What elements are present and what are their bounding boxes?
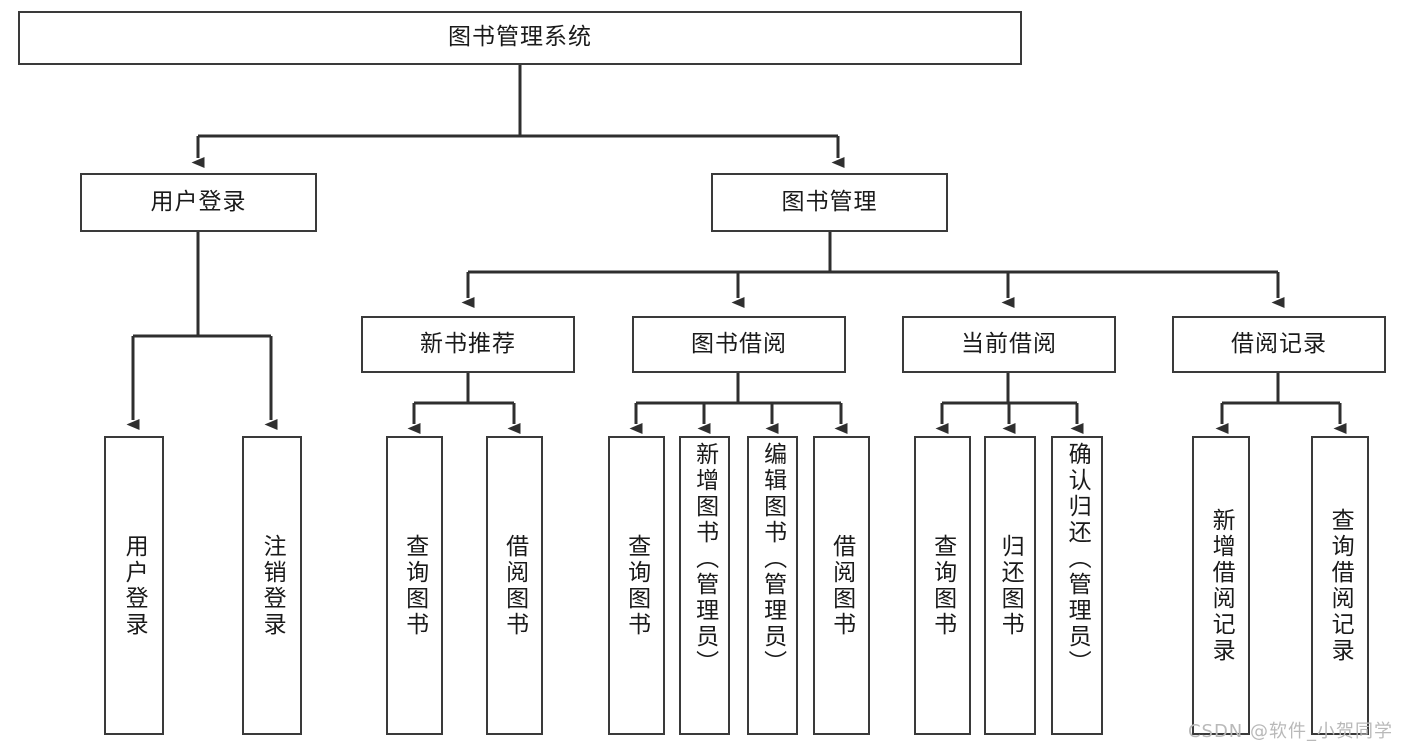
node-leaf-add-book-label: 新增图书（管理员） bbox=[691, 442, 718, 676]
node-book-manage[interactable]: 图书管理 bbox=[711, 173, 948, 232]
node-leaf-query-book-2-label: 查询图书 bbox=[623, 533, 650, 638]
node-leaf-borrow-book-1[interactable]: 借阅图书 bbox=[486, 436, 543, 735]
node-current-borrow-label: 当前借阅 bbox=[961, 330, 1057, 357]
node-new-book-rec-label: 新书推荐 bbox=[420, 330, 516, 357]
node-leaf-query-book-3[interactable]: 查询图书 bbox=[914, 436, 971, 735]
node-leaf-logout[interactable]: 注销登录 bbox=[242, 436, 302, 735]
node-leaf-query-book-1-label: 查询图书 bbox=[401, 533, 428, 638]
node-leaf-edit-book-label: 编辑图书（管理员） bbox=[759, 442, 786, 676]
node-leaf-add-book[interactable]: 新增图书（管理员） bbox=[679, 436, 730, 735]
node-leaf-query-book-3-label: 查询图书 bbox=[929, 533, 956, 638]
node-leaf-borrow-book-1-label: 借阅图书 bbox=[501, 533, 528, 638]
node-leaf-logout-label: 注销登录 bbox=[259, 533, 286, 638]
node-book-manage-label: 图书管理 bbox=[781, 188, 878, 215]
node-leaf-confirm-return-label: 确认归还（管理员） bbox=[1064, 442, 1091, 676]
node-root[interactable]: 图书管理系统 bbox=[18, 11, 1022, 65]
node-leaf-query-record-label: 查询借阅记录 bbox=[1327, 507, 1354, 664]
node-leaf-user-login[interactable]: 用户登录 bbox=[104, 436, 164, 735]
node-user-login-label: 用户登录 bbox=[150, 188, 247, 215]
node-leaf-add-record[interactable]: 新增借阅记录 bbox=[1192, 436, 1250, 735]
node-leaf-borrow-book-2-label: 借阅图书 bbox=[828, 533, 855, 638]
node-leaf-query-book-2[interactable]: 查询图书 bbox=[608, 436, 665, 735]
node-user-login[interactable]: 用户登录 bbox=[80, 173, 317, 232]
node-new-book-rec[interactable]: 新书推荐 bbox=[361, 316, 575, 373]
node-borrow-record-label: 借阅记录 bbox=[1231, 330, 1327, 357]
node-leaf-query-book-1[interactable]: 查询图书 bbox=[386, 436, 443, 735]
node-book-borrow-label: 图书借阅 bbox=[691, 330, 787, 357]
node-leaf-add-record-label: 新增借阅记录 bbox=[1208, 507, 1235, 664]
node-root-label: 图书管理系统 bbox=[448, 24, 592, 51]
node-current-borrow[interactable]: 当前借阅 bbox=[902, 316, 1116, 373]
node-leaf-confirm-return[interactable]: 确认归还（管理员） bbox=[1051, 436, 1103, 735]
node-borrow-record[interactable]: 借阅记录 bbox=[1172, 316, 1386, 373]
node-leaf-edit-book[interactable]: 编辑图书（管理员） bbox=[747, 436, 798, 735]
node-leaf-return-book-label: 归还图书 bbox=[997, 533, 1024, 638]
node-book-borrow[interactable]: 图书借阅 bbox=[632, 316, 846, 373]
node-leaf-return-book[interactable]: 归还图书 bbox=[984, 436, 1036, 735]
node-leaf-query-record[interactable]: 查询借阅记录 bbox=[1311, 436, 1369, 735]
node-leaf-user-login-label: 用户登录 bbox=[121, 533, 148, 638]
node-leaf-borrow-book-2[interactable]: 借阅图书 bbox=[813, 436, 870, 735]
